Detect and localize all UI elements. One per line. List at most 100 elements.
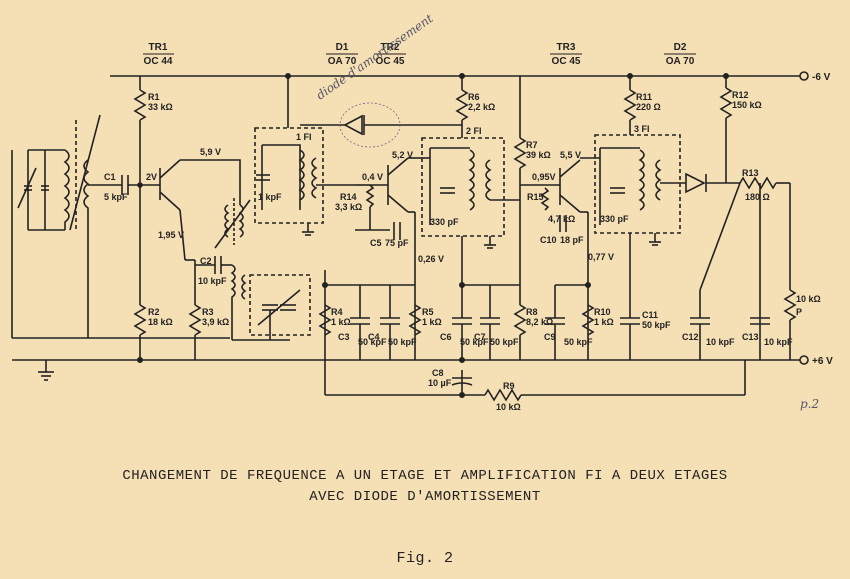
r11-ref: R11 — [636, 92, 652, 102]
c12-value: 10 kpF — [706, 337, 735, 347]
r5-value: 1 kΩ — [422, 317, 442, 327]
voltage-tr1-collector: 5,9 V — [200, 147, 221, 157]
r10-value: 1 kΩ — [594, 317, 614, 327]
c7-ref: C7 — [474, 332, 486, 342]
r1-ref: R1 — [148, 92, 160, 102]
r10-ref: R10 — [594, 307, 611, 317]
r1-resistor — [133, 89, 147, 121]
pos-terminal — [799, 355, 809, 365]
r2-ref: R2 — [148, 307, 160, 317]
d1-type: OA 70 — [328, 56, 357, 67]
r4-resistor — [318, 304, 332, 336]
neg-terminal — [799, 71, 809, 81]
r13-ref: R13 — [742, 168, 759, 178]
r12-ref: R12 — [732, 90, 749, 100]
d2-diode — [685, 172, 706, 194]
fi2-label: 2 FI — [466, 126, 482, 136]
caption-line-2: AVEC DIODE D'AMORTISSEMENT — [309, 489, 541, 505]
r6-ref: R6 — [468, 92, 480, 102]
r11-value: 220 Ω — [636, 102, 661, 112]
c4-ref: C4 — [368, 332, 380, 342]
p-ref: P — [796, 307, 802, 317]
r2-value: 18 kΩ — [148, 317, 173, 327]
tr1-transistor — [159, 159, 220, 261]
fi1-can — [254, 127, 324, 224]
r2-resistor — [133, 304, 147, 336]
fi3-cap: 330 pF — [600, 214, 629, 224]
r6-resistor — [455, 89, 469, 121]
c3-ref: C3 — [338, 332, 350, 342]
handwritten-page-ref: p.2 — [800, 397, 819, 411]
r7-resistor — [513, 137, 527, 169]
c6-value: 50 kpF — [460, 337, 489, 347]
figure-label: Fig. 2 — [396, 550, 454, 567]
c7-value: 50 kpF — [490, 337, 519, 347]
input-tuned-circuit — [11, 114, 230, 339]
c9-ref: C9 — [544, 332, 556, 342]
tr3-label: TR3 — [557, 42, 576, 53]
r9-ref: R9 — [503, 381, 515, 391]
pos-supply-label: +6 V — [812, 356, 833, 367]
c1-value: 5 kpF — [104, 192, 128, 202]
d2-label: D2 — [674, 42, 687, 53]
r8-value: 8,2 kΩ — [526, 317, 553, 327]
r8-ref: R8 — [526, 307, 538, 317]
r4-value: 1 kΩ — [331, 317, 351, 327]
r10-resistor — [581, 304, 595, 336]
c12-ref: C12 — [682, 332, 699, 342]
p-potentiometer — [783, 289, 797, 321]
r12-resistor — [719, 87, 733, 119]
neg-supply-label: -6 V — [812, 72, 831, 83]
tr3-type: OC 45 — [552, 56, 581, 67]
r9-value: 10 kΩ — [496, 402, 521, 412]
tr1-label: TR1 — [149, 42, 168, 53]
d1-label: D1 — [336, 42, 349, 53]
fi2-can — [421, 137, 505, 237]
r14-value: 3,3 kΩ — [335, 202, 362, 212]
r15-value: 4,7 kΩ — [548, 214, 575, 224]
d1-diode — [343, 114, 363, 136]
r7-ref: R7 — [526, 140, 538, 150]
tr1-type: OC 44 — [144, 56, 173, 67]
fi1-label: 1 FI — [296, 132, 312, 142]
r11-resistor — [623, 89, 637, 121]
voltage-tr1-base: 2V — [146, 172, 157, 182]
r12-value: 150 kΩ — [732, 100, 762, 110]
voltage-tr3-emitter: 0,77 V — [588, 252, 614, 262]
r15-ref: R15 — [527, 192, 544, 202]
r13-value: 180 Ω — [745, 192, 770, 202]
c1-ref: C1 — [104, 172, 116, 182]
r3-resistor — [188, 304, 202, 336]
c10-ref: C10 — [540, 235, 557, 245]
c5-value: 75 pF — [385, 238, 409, 248]
r14-resistor — [365, 184, 375, 208]
r3-ref: R3 — [202, 307, 214, 317]
c8-ref: C8 — [432, 368, 444, 378]
voltage-tr3-collector: 5,5 V — [560, 150, 581, 160]
c2-value: 10 kpF — [198, 276, 227, 286]
r6-value: 2,2 kΩ — [468, 102, 495, 112]
r13-resistor — [739, 176, 777, 190]
p-value: 10 kΩ — [796, 294, 821, 304]
r5-resistor — [408, 304, 422, 336]
fi3-can — [594, 134, 681, 234]
c4-value: 50 kpF — [388, 337, 417, 347]
r5-ref: R5 — [422, 307, 434, 317]
r3-value: 3,9 kΩ — [202, 317, 229, 327]
r7-value: 39 kΩ — [526, 150, 551, 160]
voltage-tr1-emitter: 1,95 V — [158, 230, 184, 240]
c5-ref: C5 — [370, 238, 382, 248]
c3-value: 50 kpF — [358, 337, 387, 347]
c10-value: 18 pF — [560, 235, 584, 245]
voltage-tr2-base: 0,4 V — [362, 172, 383, 182]
c6-ref: C6 — [440, 332, 452, 342]
c8-value: 10 µF — [428, 378, 452, 388]
fi2-cap: 330 pF — [430, 217, 459, 227]
r8-resistor — [513, 304, 527, 336]
c13-value: 10 kpF — [764, 337, 793, 347]
tr2-type: OC 45 — [376, 56, 405, 67]
voltage-tr2-collector: 5,2 V — [392, 150, 413, 160]
voltage-tr3-base: 0,95V — [532, 172, 556, 182]
